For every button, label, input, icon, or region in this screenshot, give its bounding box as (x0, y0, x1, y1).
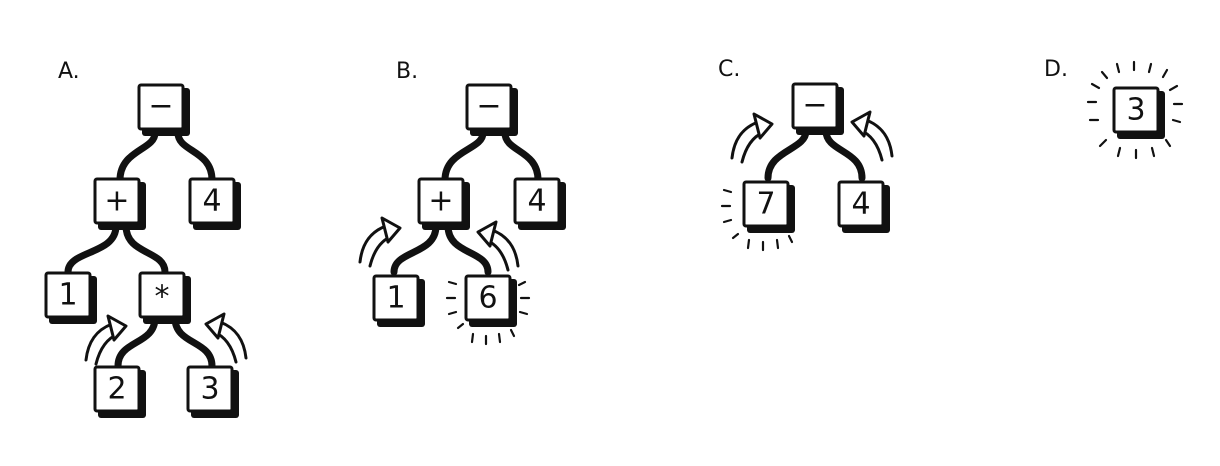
node-b-six: 6 (464, 274, 517, 327)
edge-root-four (174, 129, 216, 184)
node-b-four: 4 (513, 177, 566, 230)
svg-text:4: 4 (851, 187, 870, 222)
edge-b-root-plus (441, 129, 487, 184)
arrow-c-four-up-icon (850, 110, 894, 162)
edge-b-plus-six (444, 222, 492, 276)
edge-times-three (171, 314, 216, 370)
node-a-plus: + (93, 177, 146, 230)
node-a-four: 4 (188, 177, 241, 230)
panel-c-edges (764, 127, 866, 182)
panel-b-edges (390, 129, 542, 276)
node-b-plus: + (417, 177, 470, 230)
svg-text:+: + (104, 184, 129, 219)
svg-text:4: 4 (527, 184, 546, 219)
svg-text:*: * (155, 280, 170, 315)
edge-c-root-four (822, 127, 866, 182)
node-c-root: − (791, 82, 844, 135)
panel-d: D. 3 (1044, 57, 1184, 160)
node-a-times: * (138, 271, 191, 324)
node-c-seven: 7 (742, 180, 795, 233)
svg-text:−: − (148, 89, 173, 124)
svg-text:3: 3 (200, 372, 219, 407)
panel-b-label: B. (396, 59, 418, 84)
svg-text:4: 4 (202, 184, 221, 219)
arrow-b-one-up-icon (358, 216, 402, 268)
panel-b: B. − + 4 1 6 (358, 59, 566, 346)
node-a-two: 2 (93, 365, 146, 418)
edge-c-root-seven (764, 127, 810, 182)
node-d-result: 3 (1112, 86, 1165, 139)
svg-text:2: 2 (107, 372, 126, 407)
burst-d-result-icon (1086, 60, 1184, 160)
panel-a-edges (64, 129, 216, 370)
panel-a-label: A. (58, 59, 80, 84)
svg-text:7: 7 (756, 187, 775, 222)
svg-text:+: + (428, 184, 453, 219)
svg-text:6: 6 (478, 281, 497, 316)
panel-d-label: D. (1044, 57, 1068, 82)
svg-text:−: − (802, 88, 827, 123)
svg-text:1: 1 (386, 281, 405, 316)
edge-root-plus (116, 129, 159, 184)
edge-b-root-four (501, 129, 542, 184)
node-b-root: − (465, 83, 518, 136)
panel-c-label: C. (718, 57, 740, 82)
node-a-three: 3 (186, 365, 239, 418)
svg-text:1: 1 (58, 278, 77, 313)
arrow-c-seven-up-icon (730, 112, 774, 164)
edge-plus-one (64, 222, 120, 276)
node-a-root: − (137, 83, 190, 136)
panel-c: C. − 7 4 (718, 57, 894, 252)
svg-text:3: 3 (1126, 93, 1145, 128)
burst-b-six-icon (445, 280, 531, 346)
edge-times-two (114, 314, 159, 370)
burst-c-seven-icon (720, 188, 794, 252)
svg-text:−: − (476, 89, 501, 124)
panel-a: A. − + 4 1 (44, 59, 248, 418)
node-b-one: 1 (372, 274, 425, 327)
node-a-one: 1 (44, 271, 97, 324)
edge-b-plus-one (390, 222, 440, 276)
edge-plus-times (122, 222, 169, 276)
node-c-four: 4 (837, 180, 890, 233)
